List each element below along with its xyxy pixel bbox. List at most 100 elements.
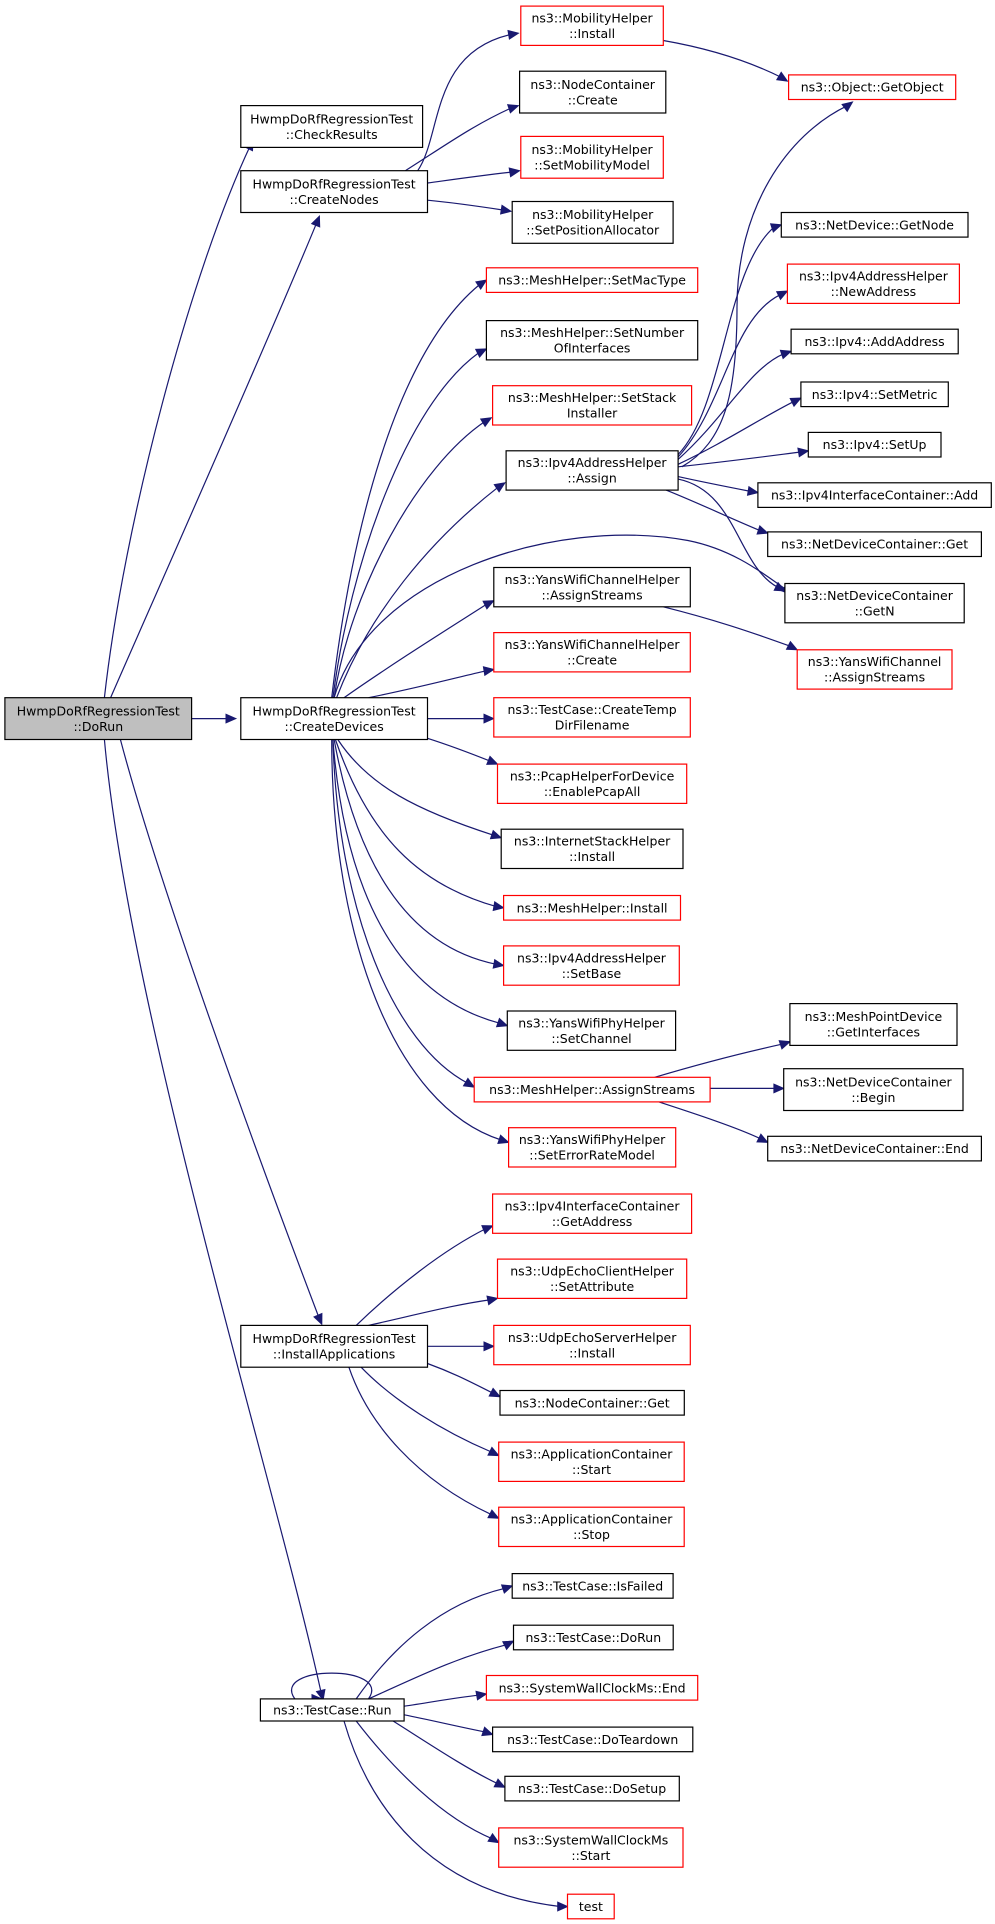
edge-line (355, 1720, 493, 1840)
node-pcap[interactable]: ns3::PcapHelperForDevice::EnablePcapAll (496, 763, 688, 804)
edge-to-getaddress (355, 1225, 494, 1326)
node-label: ns3::MeshHelper::Install (517, 900, 668, 915)
node-udpclient[interactable]: ns3::UdpEchoClientHelper::SetAttribute (496, 1258, 688, 1299)
node-ndcbegin[interactable]: ns3::NetDeviceContainer::Begin (783, 1068, 964, 1112)
arrowhead (497, 1134, 510, 1144)
arrowhead (789, 397, 803, 408)
arrowhead (481, 1726, 494, 1737)
node-label: ::AssignStreams (824, 670, 925, 685)
arrowhead (313, 1312, 323, 1326)
node-ndcend[interactable]: ns3::NetDeviceContainer::End (767, 1135, 983, 1162)
node-clockstart[interactable]: ns3::SystemWallClockMs::Start (498, 1827, 684, 1868)
node-clockend[interactable]: ns3::SystemWallClockMs::End (485, 1674, 699, 1701)
edge-line (360, 1366, 492, 1453)
node-label: OfInterfaces (554, 341, 631, 356)
node-getobject[interactable]: ns3::Object::GetObject (787, 74, 957, 101)
node-teardown[interactable]: ns3::TestCase::DoTeardown (492, 1726, 694, 1753)
node-setup[interactable]: ns3::Ipv4::SetUp (807, 431, 942, 458)
node-label: ::NewAddress (831, 284, 916, 299)
node-test[interactable]: test (566, 1893, 615, 1920)
edge-line (403, 1714, 486, 1733)
node-getaddress[interactable]: ns3::Ipv4InterfaceContainer::GetAddress (492, 1193, 693, 1234)
node-setposalloc[interactable]: ns3::MobilityHelper::SetPositionAllocato… (511, 200, 674, 244)
node-isfailed[interactable]: ns3::TestCase::IsFailed (511, 1572, 674, 1599)
node-createdevices[interactable]: HwmpDoRfRegressionTest::CreateDevices (240, 697, 429, 741)
node-yanschannel[interactable]: ns3::YansWifiChannel::AssignStreams (796, 649, 953, 690)
arrowhead (785, 640, 799, 651)
node-box (498, 1441, 685, 1482)
node-udpserver[interactable]: ns3::UdpEchoServerHelper::Install (493, 1324, 691, 1366)
arrowhead (779, 349, 793, 360)
node-box (511, 1572, 674, 1599)
node-mobinstall[interactable]: ns3::MobilityHelper::Install (520, 5, 664, 46)
node-ndcgetn[interactable]: ns3::NetDeviceContainer::GetN (784, 582, 965, 624)
node-ipv4assign[interactable]: ns3::Ipv4AddressHelper::Assign (505, 450, 679, 491)
node-box (520, 135, 664, 179)
node-box (512, 1624, 674, 1651)
node-appstop[interactable]: ns3::ApplicationContainer::Stop (498, 1506, 685, 1548)
edge-to-getobject (681, 101, 854, 468)
node-dosetup[interactable]: ns3::TestCase::DoSetup (504, 1775, 680, 1802)
edge-to-mobinstall (417, 29, 520, 172)
node-createnodes[interactable]: HwmpDoRfRegressionTest::CreateNodes (240, 170, 429, 214)
node-label: HwmpDoRfRegressionTest (253, 1331, 416, 1346)
node-meshassign[interactable]: ns3::MeshHelper::AssignStreams (473, 1076, 711, 1103)
edge-line (333, 420, 486, 698)
node-label: ns3::TestCase::DoSetup (518, 1781, 666, 1796)
arrowhead (773, 581, 787, 592)
node-label: ::Assign (567, 471, 616, 486)
node-getifaces[interactable]: ns3::MeshPointDevice::GetInterfaces (789, 1002, 958, 1046)
node-root[interactable]: HwmpDoRfRegressionTest::DoRun (4, 697, 193, 741)
node-ifcadd[interactable]: ns3::Ipv4InterfaceContainer::Add (757, 482, 992, 508)
node-setmactype[interactable]: ns3::MeshHelper::SetMacType (485, 267, 699, 293)
edge-to-createdevices (190, 713, 238, 724)
arrowhead (487, 1832, 500, 1844)
arrowhead (775, 71, 789, 82)
edge-line (663, 39, 782, 78)
node-box (807, 431, 942, 458)
node-box (485, 1674, 699, 1701)
node-getnode[interactable]: ns3::NetDevice::GetNode (780, 211, 969, 238)
node-ncget[interactable]: ns3::NodeContainer::Get (499, 1389, 685, 1416)
node-yanschassign[interactable]: ns3::YansWifiChannelHelper::AssignStream… (493, 566, 691, 608)
edge-line (654, 1043, 783, 1078)
node-addaddr[interactable]: ns3::Ipv4::AddAddress (790, 328, 959, 355)
edge-line (355, 1227, 487, 1326)
node-meshinstall[interactable]: ns3::MeshHelper::Install (503, 894, 682, 921)
node-box (511, 200, 674, 244)
node-seterr[interactable]: ns3::YansWifiPhyHelper::SetErrorRateMode… (508, 1127, 677, 1168)
node-setbase[interactable]: ns3::Ipv4AddressHelper::SetBase (503, 945, 680, 986)
arrowhead (493, 482, 506, 493)
edge-to-ndcbegin (710, 1083, 785, 1094)
call-nodes: HwmpDoRfRegressionTest::DoRunHwmpDoRfReg… (4, 5, 992, 1920)
node-ncreate[interactable]: ns3::NodeContainer::Create (518, 70, 667, 114)
edge-to-isfailed (355, 1584, 514, 1700)
node-box (520, 5, 664, 46)
node-label: ::SetMobilityModel (534, 158, 650, 173)
node-label: ::Install (569, 26, 615, 41)
node-check[interactable]: HwmpDoRfRegressionTest::CheckResults (240, 104, 424, 148)
edge-to-tempdir (427, 713, 496, 724)
node-ndcget[interactable]: ns3::NetDeviceContainer::Get (767, 531, 983, 558)
node-label: test (579, 1899, 603, 1914)
node-inetinstall[interactable]: ns3::InternetStackHelper::Install (500, 828, 684, 870)
node-installapps[interactable]: HwmpDoRfRegressionTest::InstallApplicati… (240, 1324, 429, 1368)
edge-to-newaddr (677, 290, 789, 458)
node-setmobmodel[interactable]: ns3::MobilityHelper::SetMobilityModel (520, 135, 664, 179)
node-setmetric[interactable]: ns3::Ipv4::SetMetric (800, 381, 949, 408)
node-newaddr[interactable]: ns3::Ipv4AddressHelper::NewAddress (786, 263, 961, 305)
edge-to-setmetric (677, 397, 803, 465)
node-tcrun[interactable]: ns3::TestCase::Run (259, 1698, 405, 1722)
node-yanschcreate[interactable]: ns3::YansWifiChannelHelper::Create (493, 631, 691, 673)
edge-line (110, 222, 318, 698)
node-label: ns3::PcapHelperForDevice (510, 769, 675, 784)
arrowhead (508, 167, 521, 178)
node-setchannel[interactable]: ns3::YansWifiPhyHelper::SetChannel (506, 1010, 677, 1051)
node-appstart[interactable]: ns3::ApplicationContainer::Start (498, 1441, 685, 1482)
node-tcdorun[interactable]: ns3::TestCase::DoRun (512, 1624, 674, 1651)
edge-line (333, 739, 497, 965)
node-label: ns3::ApplicationContainer (511, 1512, 674, 1527)
